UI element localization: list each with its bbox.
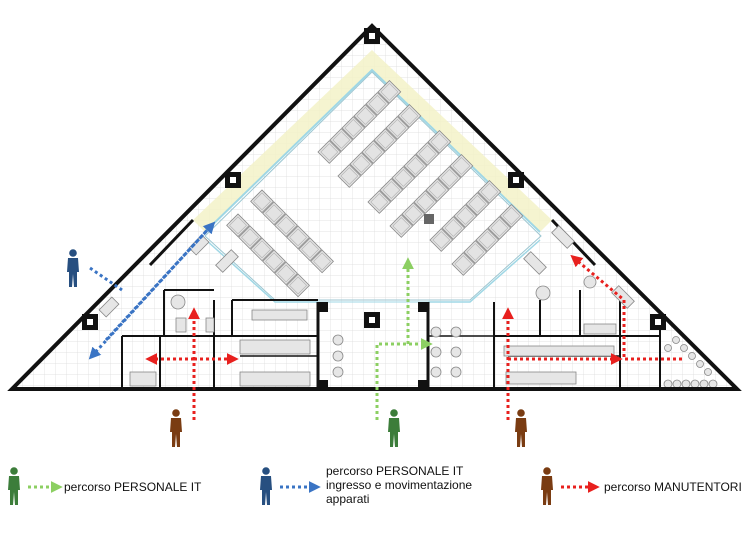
legend-label-it-equipment: percorso PERSONALE IT ingresso e movimen… (326, 464, 472, 506)
path-it-staff (375, 257, 433, 420)
outer-wall (7, 23, 742, 391)
person-brown-icon (541, 467, 553, 505)
legend-it-staff (8, 467, 63, 505)
legend-label-maintenance: percorso MANUTENTORI (604, 480, 742, 494)
legend-line: apparati (326, 492, 370, 506)
columns (82, 28, 666, 390)
person-blue-icon (67, 249, 79, 287)
person-brown-icon (170, 409, 182, 447)
server-racks (226, 80, 524, 298)
legend-maintenance (541, 467, 600, 505)
person-brown-icon (515, 409, 527, 447)
legend-line: percorso PERSONALE IT (326, 464, 464, 478)
legend-label-it-staff: percorso PERSONALE IT (64, 480, 202, 494)
legend-it-equipment (260, 467, 321, 505)
hall-equipment-icon (424, 214, 434, 224)
legend-line: ingresso e movimentazione (326, 478, 473, 492)
person-green-icon (388, 409, 400, 447)
person-blue-icon (260, 467, 272, 505)
path-maintenance (145, 254, 682, 420)
room-equipment (98, 225, 718, 389)
path-it-equipment (88, 221, 216, 360)
person-green-icon (8, 467, 20, 505)
